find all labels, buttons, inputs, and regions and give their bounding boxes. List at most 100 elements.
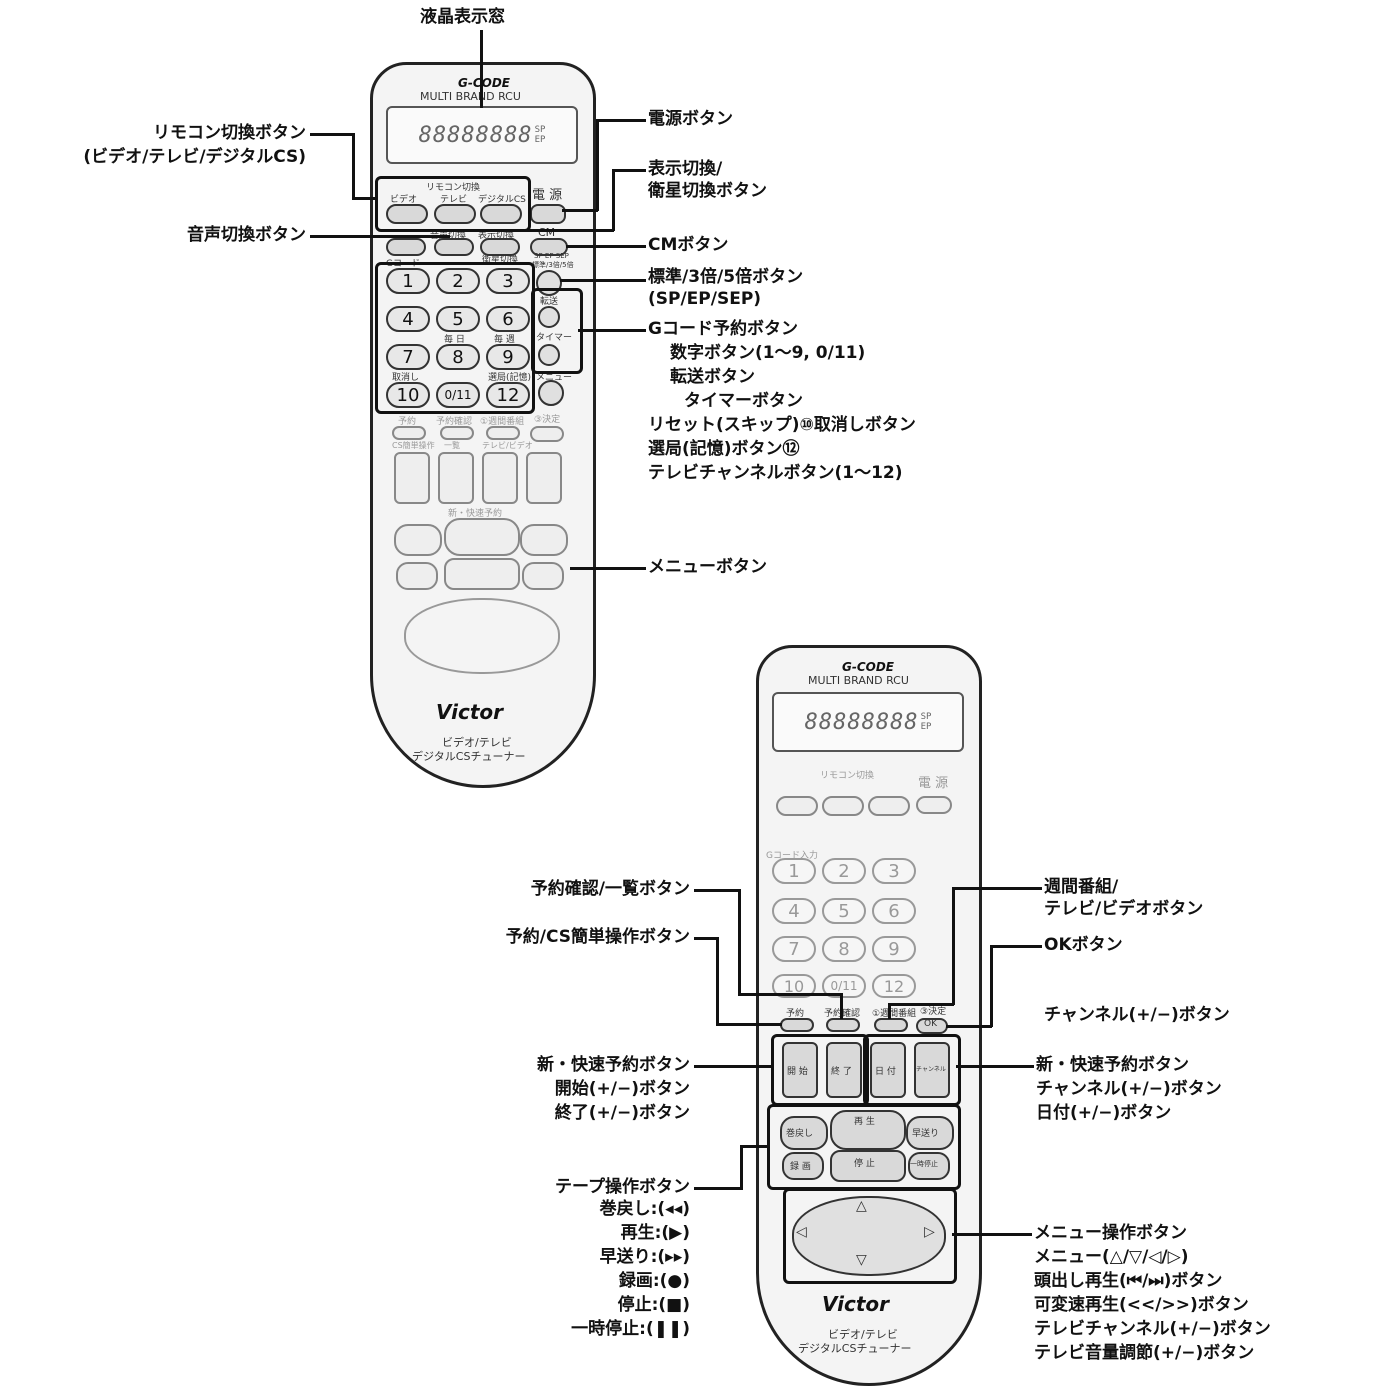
leader-reserve-confirm-h: [694, 889, 740, 892]
channel-rocker-top[interactable]: [526, 452, 562, 504]
end-rocker[interactable]: 終 了: [826, 1042, 862, 1098]
menu-button[interactable]: [538, 380, 564, 406]
num-7-bottom[interactable]: 7: [772, 936, 816, 962]
callout-tape-play: 再生:(▶): [620, 1223, 690, 1243]
power-button-bottom[interactable]: [916, 796, 952, 814]
ok-button-top[interactable]: [530, 426, 564, 442]
power-button[interactable]: [530, 204, 566, 224]
rewind-button[interactable]: 巻戻し: [780, 1116, 828, 1150]
date-rocker[interactable]: 日 付: [870, 1042, 906, 1098]
num-button-12[interactable]: 12: [486, 382, 530, 408]
num-button-7[interactable]: 7: [386, 344, 430, 370]
reserve-button[interactable]: [392, 426, 426, 440]
timer-button[interactable]: [538, 344, 560, 366]
stop-button-top[interactable]: [444, 558, 520, 590]
num-button-0-11[interactable]: 0/11: [436, 382, 480, 408]
num-button-3[interactable]: 3: [486, 268, 530, 294]
leader-tape-v: [740, 1145, 743, 1190]
weekly-program-button[interactable]: [486, 426, 520, 440]
num-button-6[interactable]: 6: [486, 306, 530, 332]
highlight-remote-switch: [375, 176, 531, 232]
pause-button[interactable]: 一時停止: [908, 1152, 950, 1180]
new-quick-label-top: 新・快速予約: [448, 509, 503, 519]
channel-rocker[interactable]: チャンネル: [914, 1042, 950, 1098]
weekly-program-label-bottom: ①週間番組: [872, 1009, 917, 1019]
num-4-bottom[interactable]: 4: [772, 898, 816, 924]
weekly-program-button-bottom[interactable]: [874, 1018, 908, 1032]
rewind-button-top[interactable]: [394, 524, 442, 556]
leader-weekly-h2: [888, 1003, 954, 1006]
start-rocker-top[interactable]: [394, 452, 430, 504]
display-switch-button[interactable]: [480, 238, 520, 256]
digital-cs-switch-button[interactable]: [480, 204, 522, 224]
callout-display-sat-2: 衛星切換ボタン: [648, 181, 767, 201]
pause-button-top[interactable]: [522, 562, 564, 590]
callout-gcode-numbers: 数字ボタン(1～9, 0/11): [670, 343, 866, 363]
stop-button[interactable]: 停 止: [830, 1150, 906, 1182]
num-3-bottom[interactable]: 3: [872, 858, 916, 884]
callout-newq-right-3: 日付(+/−)ボタン: [1036, 1103, 1172, 1123]
ok-button-bottom[interactable]: OK: [916, 1018, 948, 1034]
play-button[interactable]: 再 生: [830, 1110, 906, 1150]
reserve-button-bottom[interactable]: [780, 1018, 814, 1032]
gcode-button[interactable]: [386, 238, 426, 256]
ff-button[interactable]: 早送り: [906, 1116, 954, 1150]
victor-logo-bottom: Victor: [822, 1292, 890, 1316]
highlight-tape: [767, 1104, 961, 1190]
num-button-5[interactable]: 5: [436, 306, 480, 332]
num-button-10[interactable]: 10: [386, 382, 430, 408]
callout-menu-op-4: 可変速再生(<</>>)ボタン: [1034, 1295, 1249, 1315]
num-button-9[interactable]: 9: [486, 344, 530, 370]
callout-menu: メニューボタン: [648, 557, 767, 577]
tv-switch-button-bottom[interactable]: [822, 796, 864, 816]
rec-button-top[interactable]: [396, 562, 438, 590]
reserve-confirm-button[interactable]: [440, 426, 474, 440]
menu-pad-top[interactable]: [404, 598, 560, 674]
date-rocker-top[interactable]: [482, 452, 518, 504]
num-button-1[interactable]: 1: [386, 268, 430, 294]
video-switch-button-bottom[interactable]: [776, 796, 818, 816]
num-button-2[interactable]: 2: [436, 268, 480, 294]
num-1-bottom[interactable]: 1: [772, 858, 816, 884]
leader-power-v: [596, 119, 599, 211]
right-arrow-icon[interactable]: ▷: [924, 1224, 935, 1240]
down-arrow-icon[interactable]: ▽: [856, 1252, 867, 1268]
stop-label: 停 止: [854, 1159, 875, 1169]
left-arrow-icon[interactable]: ◁: [796, 1224, 807, 1240]
num-button-4[interactable]: 4: [386, 306, 430, 332]
station-label: 選局(記憶): [488, 373, 532, 383]
start-rocker[interactable]: 開 始: [782, 1042, 818, 1098]
end-rocker-top[interactable]: [438, 452, 474, 504]
callout-menu-op-2: メニュー(△/▽/◁/▷): [1034, 1247, 1189, 1267]
up-arrow-icon[interactable]: △: [856, 1198, 867, 1214]
num-6-bottom[interactable]: 6: [872, 898, 916, 924]
weekly-program-label: ①週間番組: [480, 417, 525, 427]
num-2-bottom[interactable]: 2: [822, 858, 866, 884]
leader-weekly-v: [952, 887, 955, 1005]
callout-weekly-2: テレビ/ビデオボタン: [1044, 899, 1204, 919]
reserve-confirm-button-bottom[interactable]: [826, 1018, 860, 1032]
callout-menu-op-3: 頭出し再生(⏮/⏭)ボタン: [1034, 1271, 1223, 1291]
transfer-button[interactable]: [538, 306, 560, 328]
rec-button[interactable]: 録 画: [782, 1152, 824, 1180]
video-switch-button[interactable]: [386, 204, 428, 224]
ff-button-top[interactable]: [520, 524, 568, 556]
decide-label: ③決定: [534, 415, 561, 425]
digital-cs-switch-button-bottom[interactable]: [868, 796, 910, 816]
play-button-top[interactable]: [444, 518, 520, 556]
callout-menu-op-1: メニュー操作ボタン: [1034, 1223, 1187, 1243]
callout-menu-op-6: テレビ音量調節(+/−)ボタン: [1034, 1343, 1255, 1363]
num-9-bottom[interactable]: 9: [872, 936, 916, 962]
num-12-bottom[interactable]: 12: [872, 974, 916, 998]
num-button-8[interactable]: 8: [436, 344, 480, 370]
num-8-bottom[interactable]: 8: [822, 936, 866, 962]
audio-switch-button[interactable]: [434, 238, 474, 256]
speed-button[interactable]: [536, 270, 562, 296]
callout-reset: リセット(スキップ)⑩取消しボタン: [648, 415, 916, 435]
leader-tape-h2: [740, 1145, 768, 1148]
num-5-bottom[interactable]: 5: [822, 898, 866, 924]
power-label-bottom: 電 源: [918, 776, 949, 791]
leader-power-h2: [562, 209, 598, 212]
menu-pad-bottom[interactable]: [792, 1196, 946, 1276]
tv-switch-button[interactable]: [434, 204, 476, 224]
